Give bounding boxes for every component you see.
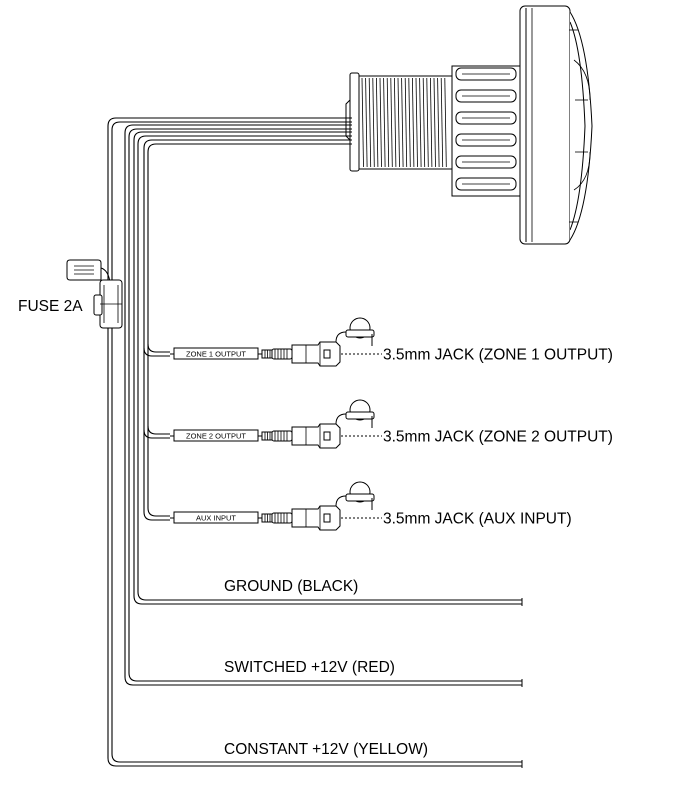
jack-label: 3.5mm JACK (ZONE 1 OUTPUT) xyxy=(383,347,613,364)
mounting-nut xyxy=(451,65,521,197)
jack-tag-label: AUX INPUT xyxy=(196,514,236,523)
jack-tag xyxy=(173,511,259,524)
wire-label-switched: SWITCHED +12V (RED) xyxy=(224,659,395,676)
jack-tag-label: ZONE 1 OUTPUT xyxy=(186,350,246,359)
jack-connector: AUX INPUT 3.5mm JACK (AUX INPUT) xyxy=(170,481,572,531)
marine-stereo-unit-icon xyxy=(345,5,593,245)
threaded-neck xyxy=(345,72,453,172)
wire-constant-12v xyxy=(107,117,522,767)
jack-label: 3.5mm JACK (AUX INPUT) xyxy=(383,511,572,528)
jack-connector: ZONE 2 OUTPUT 3.5mm JACK (ZONE 2 OUTPUT) xyxy=(170,399,613,449)
jack-tag xyxy=(173,429,259,442)
jack-tag-label: ZONE 2 OUTPUT xyxy=(186,432,246,441)
fuse-label: FUSE 2A xyxy=(18,298,83,315)
jack-label: 3.5mm JACK (ZONE 2 OUTPUT) xyxy=(383,429,613,446)
jack-tag xyxy=(173,347,259,360)
wire-harness xyxy=(107,117,523,768)
wire-ground xyxy=(133,131,522,605)
wire-switched-12v xyxy=(124,124,522,686)
wire-label-ground: GROUND (BLACK) xyxy=(224,578,358,595)
jack-connector: ZONE 1 OUTPUT 3.5mm JACK (ZONE 1 OUTPUT) xyxy=(170,317,613,367)
fuse-holder xyxy=(66,259,123,329)
wire-label-constant: CONSTANT +12V (YELLOW) xyxy=(224,741,428,758)
front-bezel xyxy=(519,5,593,245)
